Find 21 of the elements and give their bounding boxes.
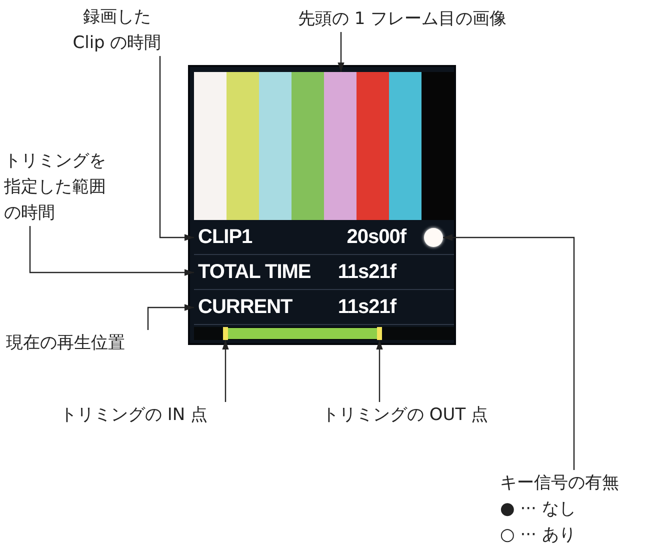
leader-arrow <box>376 340 383 402</box>
leader-arrow <box>222 340 229 402</box>
callout-text: 録画したClip の時間 <box>72 6 162 55</box>
legend-text: ● ··· なし <box>500 498 576 521</box>
callout-text: トリミングの OUT 点 <box>322 404 488 427</box>
callout-text: キー信号の有無 <box>500 472 619 495</box>
progress-bar <box>194 327 454 340</box>
legend-text: ○ ··· あり <box>500 524 576 547</box>
leader-arrow <box>29 226 194 276</box>
leader-arrow <box>147 304 194 330</box>
callout-text: トリミングを指定した範囲の時間 <box>4 150 107 225</box>
picture <box>194 72 454 220</box>
leader-arrow <box>159 56 194 241</box>
display-screen <box>188 65 456 345</box>
callout-text: 先頭の 1 フレーム目の画像 <box>298 8 507 31</box>
leader-arrow <box>338 32 344 72</box>
trim-point-marker <box>223 327 228 340</box>
callout-text: トリミングの IN 点 <box>60 404 208 427</box>
trim-point-marker <box>377 327 382 340</box>
leader-arrow <box>443 234 575 470</box>
callout-text: 現在の再生位置 <box>6 332 125 355</box>
